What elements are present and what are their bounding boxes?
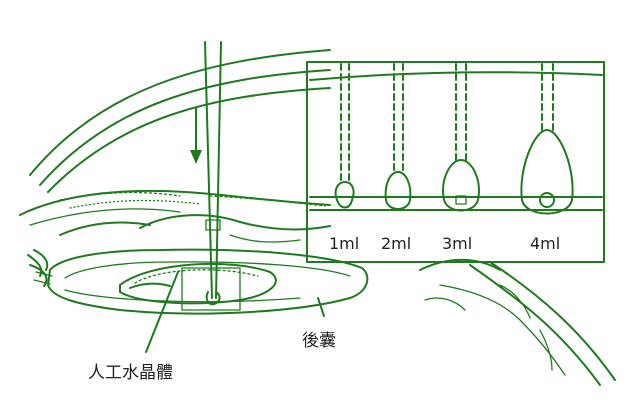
label-posterior-capsule: 後囊 bbox=[302, 331, 336, 351]
down-arrow-icon bbox=[190, 107, 202, 164]
iris bbox=[19, 189, 331, 243]
label-intraocular-lens: 人工水晶體 bbox=[88, 363, 173, 383]
volume-label-1ml: 1ml bbox=[329, 234, 359, 253]
leader-line-lens bbox=[145, 271, 179, 353]
inset-panel: 1ml 2ml 3ml 4ml bbox=[306, 61, 605, 263]
cannula bbox=[204, 41, 222, 306]
cannula-1ml bbox=[334, 63, 355, 209]
cornea bbox=[29, 49, 331, 193]
intraocular-lens bbox=[119, 262, 277, 311]
volume-label-3ml: 3ml bbox=[442, 234, 472, 253]
ciliary-body bbox=[27, 249, 53, 287]
cannula-2ml bbox=[384, 63, 412, 210]
cannula-3ml bbox=[442, 63, 480, 212]
volume-label-2ml: 2ml bbox=[381, 234, 411, 253]
cannula-4ml bbox=[520, 63, 574, 215]
leader-line-capsule bbox=[317, 297, 325, 317]
sclera-right bbox=[419, 258, 616, 386]
volume-label-4ml: 4ml bbox=[530, 234, 560, 253]
